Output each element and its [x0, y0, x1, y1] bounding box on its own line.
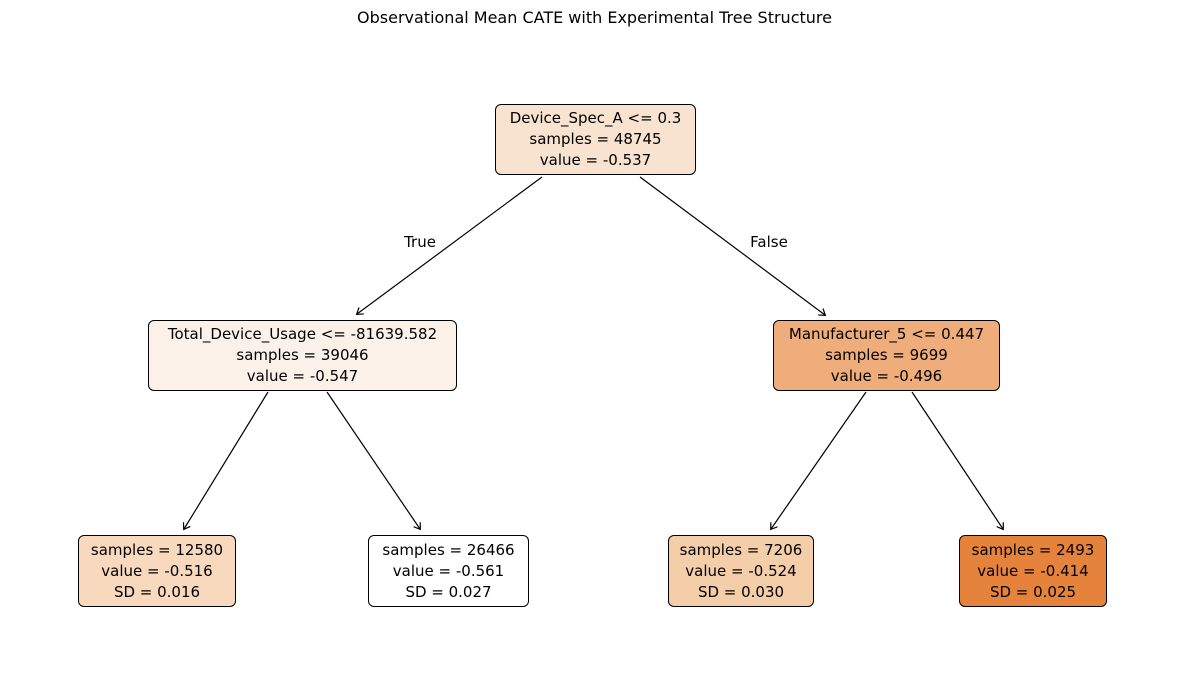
node-sd: SD = 0.027 [405, 582, 492, 601]
node-samples: samples = 48745 [529, 130, 662, 148]
edge-right-to-leaf4 [911, 391, 1004, 531]
node-sd: SD = 0.030 [697, 582, 785, 601]
tree-node-leaf-2: samples = 26466 value = -0.561 SD = 0.02… [368, 535, 529, 607]
node-value: value = -0.524 [685, 561, 797, 580]
figure-title: Observational Mean CATE with Experimenta… [357, 8, 832, 27]
tree-node-right-internal: Manufacturer_5 <= 0.447 samples = 9699 v… [773, 320, 1000, 391]
node-samples: samples = 39046 [236, 346, 369, 364]
node-value: value = -0.516 [101, 561, 213, 580]
node-condition: Manufacturer_5 <= 0.447 [788, 325, 985, 343]
edge-label-true: True [404, 233, 436, 251]
node-sd: SD = 0.025 [989, 582, 1077, 601]
edge-label-false: False [750, 233, 788, 251]
node-value: value = -0.547 [246, 367, 359, 385]
node-value: value = -0.496 [830, 367, 943, 385]
tree-node-leaf-1: samples = 12580 value = -0.516 SD = 0.01… [78, 535, 236, 607]
node-value: value = -0.561 [392, 561, 505, 580]
node-samples: samples = 9699 [825, 346, 948, 364]
edge-left-to-leaf1 [182, 391, 269, 531]
tree-node-leaf-4: samples = 2493 value = -0.414 SD = 0.025 [959, 535, 1107, 607]
node-value: value = -0.414 [977, 561, 1089, 580]
edge-left-to-leaf2 [326, 391, 421, 531]
edge-root-to-left [355, 176, 543, 315]
node-sd: SD = 0.016 [113, 582, 201, 601]
node-samples: samples = 2493 [971, 540, 1095, 559]
node-samples: samples = 26466 [382, 540, 515, 559]
node-samples: samples = 7206 [679, 540, 803, 559]
tree-node-left-internal: Total_Device_Usage <= -81639.582 samples… [148, 320, 457, 391]
edge-right-to-leaf3 [770, 391, 867, 531]
node-samples: samples = 12580 [90, 540, 224, 559]
edge-root-to-right [639, 176, 827, 316]
tree-node-leaf-3: samples = 7206 value = -0.524 SD = 0.030 [668, 535, 814, 607]
tree-node-root: Device_Spec_A <= 0.3 samples = 48745 val… [495, 104, 696, 175]
node-value: value = -0.537 [539, 151, 652, 169]
node-condition: Total_Device_Usage <= -81639.582 [167, 325, 438, 343]
node-condition: Device_Spec_A <= 0.3 [509, 109, 682, 127]
